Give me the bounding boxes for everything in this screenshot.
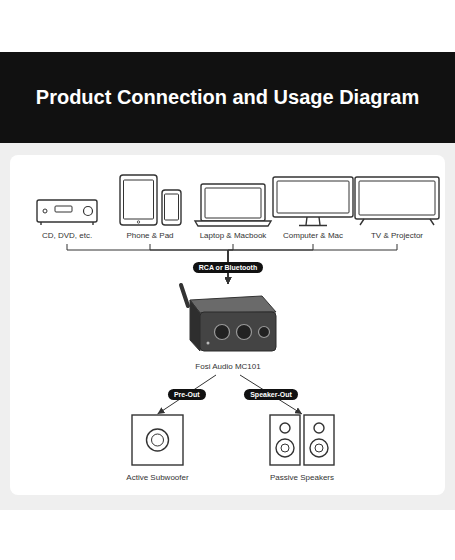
tablet-icon: [120, 175, 157, 225]
device-node: Phone & Pad: [118, 175, 182, 242]
device-label: CD, DVD, etc.: [36, 231, 98, 242]
signal-connector: [158, 375, 217, 414]
connection-tag: Speaker-Out: [244, 389, 298, 400]
subwoofer-icon: [132, 415, 183, 465]
device-node: CD, DVD, etc.: [36, 175, 98, 242]
speaker-icon: [270, 415, 300, 465]
device-label: Active Subwoofer: [123, 473, 192, 484]
device-label: TV & Projector: [354, 231, 440, 242]
device-label: Phone & Pad: [118, 231, 182, 242]
monitor-icon: [273, 177, 353, 217]
device-node: Computer & Mac: [272, 175, 354, 242]
device-node: Active Subwoofer: [123, 415, 192, 484]
connection-tag: RCA or Bluetooth: [193, 262, 263, 273]
device-node: Laptop & Macbook: [194, 175, 272, 242]
page-title: Product Connection and Usage Diagram: [0, 52, 455, 143]
device-node: Passive Speakers: [267, 415, 338, 484]
device-label: Laptop & Macbook: [194, 231, 272, 242]
device-label: Fosi Audio MC101: [179, 362, 277, 373]
device-label: Computer & Mac: [272, 231, 354, 242]
amplifier-icon: [181, 285, 276, 351]
laptop-icon: [201, 184, 265, 221]
phone-icon: [162, 190, 181, 225]
speaker-icon: [304, 415, 334, 465]
tv-icon: [355, 177, 439, 219]
device-node: Fosi Audio MC101: [179, 285, 277, 373]
cd-player-icon: [37, 200, 97, 222]
connection-tag: Pre-Out: [168, 389, 206, 400]
device-label: Passive Speakers: [267, 473, 338, 484]
signal-connector: [240, 375, 302, 414]
device-node: TV & Projector: [354, 175, 440, 242]
